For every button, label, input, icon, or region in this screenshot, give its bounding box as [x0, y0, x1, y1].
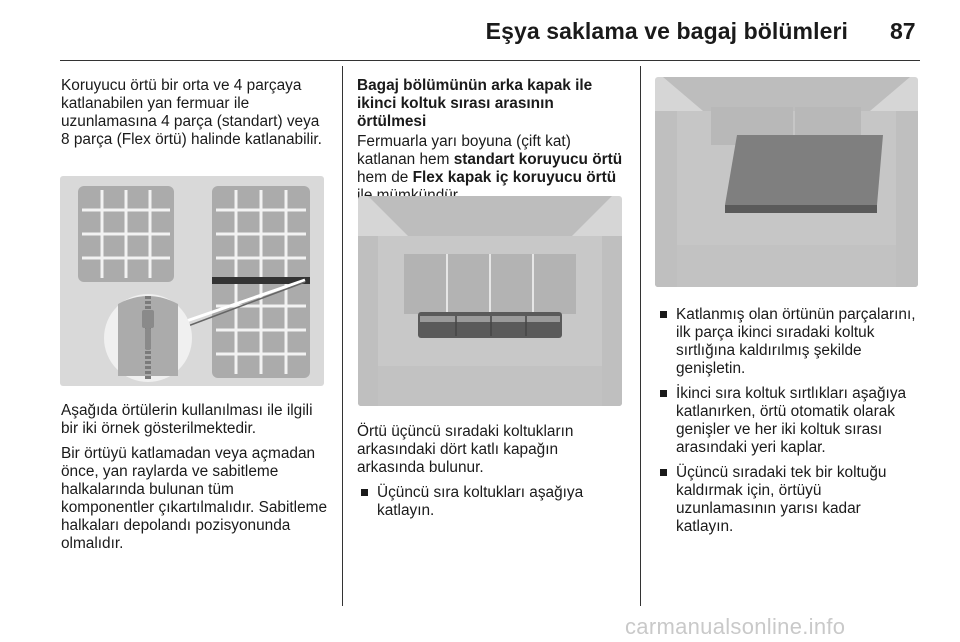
list-item: Üçüncü sıradaki tek bir koltuğu kaldırma…	[656, 464, 922, 536]
list-item: Üçüncü sıra koltukları aşağıya katlayın.	[357, 484, 625, 520]
page-title: Eşya saklama ve bagaj bölümleri	[485, 18, 848, 44]
column-2-lower: Örtü üçüncü sıradaki koltukların arkasın…	[357, 423, 625, 527]
bullet-marker	[361, 489, 368, 496]
bullet-marker	[660, 311, 667, 318]
column-divider-1	[342, 66, 343, 606]
column-2: Bagaj bölümünün arka kapak ile ikinci ko…	[357, 77, 625, 212]
examples-paragraph: Aşağıda örtülerin kullanılması ile ilgil…	[61, 402, 313, 437]
bullet-marker	[660, 390, 667, 397]
column-1-lower: Aşağıda örtülerin kullanılması ile ilgil…	[61, 402, 329, 560]
cover-location-paragraph: Örtü üçüncü sıradaki koltukların arkasın…	[357, 423, 574, 476]
cover-types-paragraph: Fermuarla yarı boyuna (çift kat) katlana…	[357, 133, 623, 204]
column-3: Katlanmış olan örtünün parçalarını, ilk …	[656, 306, 922, 543]
watermark: carmanualsonline.info	[625, 614, 846, 639]
page-number: 87	[890, 18, 916, 44]
trunk-extended-cover-illustration	[655, 77, 918, 287]
section-heading: Bagaj bölümünün arka kapak ile ikinci ko…	[357, 77, 593, 130]
header-divider	[60, 60, 920, 61]
cover-folding-illustration	[60, 176, 324, 386]
column-1: Koruyucu örtü bir orta ve 4 parçaya katl…	[61, 77, 329, 156]
intro-paragraph: Koruyucu örtü bir orta ve 4 parçaya katl…	[61, 77, 322, 148]
list-item: Katlanmış olan örtünün parçalarını, ilk …	[656, 306, 922, 378]
column-divider-2	[640, 66, 641, 606]
trunk-folded-cover-illustration	[358, 196, 622, 406]
list-item: İkinci sıra koltuk sırtlıkları aşağıya k…	[656, 385, 922, 457]
preparation-paragraph: Bir örtüyü katlamadan veya açmadan önce,…	[61, 445, 328, 552]
bullet-marker	[660, 469, 667, 476]
